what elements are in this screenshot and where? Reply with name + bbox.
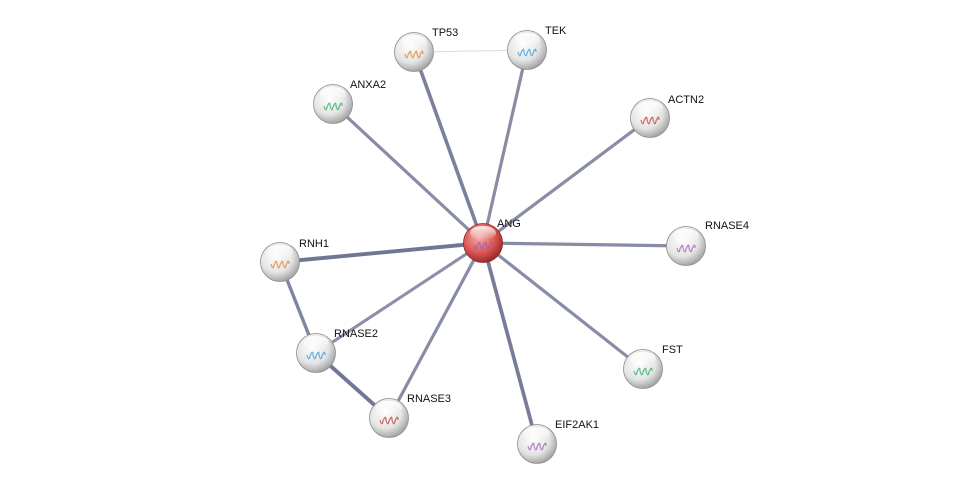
- node-highlight: [673, 229, 699, 243]
- protein-structure-icon: [323, 102, 343, 111]
- node-tek[interactable]: TEK: [507, 25, 568, 70]
- node-label: RNASE2: [334, 328, 378, 340]
- node-tp53[interactable]: TP53: [394, 27, 459, 72]
- protein-structure-icon: [676, 244, 696, 253]
- edge-ang-fst[interactable]: [482, 241, 644, 371]
- node-highlight: [470, 226, 496, 240]
- node-anxa2[interactable]: ANXA2: [313, 79, 387, 124]
- protein-structure-icon: [473, 241, 493, 250]
- protein-structure-icon: [640, 116, 660, 125]
- node-label: RNASE4: [705, 220, 749, 232]
- node-highlight: [514, 33, 540, 47]
- edge-ang-rnase4[interactable]: [482, 241, 687, 248]
- edge-ang-eif2ak1[interactable]: [481, 242, 539, 445]
- node-label: ACTN2: [668, 94, 704, 106]
- node-label: RNH1: [299, 238, 329, 250]
- node-actn2[interactable]: ACTN2: [630, 94, 705, 138]
- node-highlight: [303, 336, 329, 350]
- protein-structure-icon: [270, 260, 290, 269]
- protein-structure-icon: [527, 442, 547, 451]
- edge-ang-rnase3[interactable]: [387, 242, 485, 419]
- node-label: TP53: [432, 27, 458, 39]
- node-rnase4[interactable]: RNASE4: [666, 220, 750, 266]
- node-ang[interactable]: ANG: [463, 218, 521, 263]
- node-highlight: [320, 87, 346, 101]
- edge-ang-tp53[interactable]: [412, 51, 485, 244]
- node-highlight: [376, 401, 402, 415]
- edge-ang-anxa2[interactable]: [331, 102, 485, 245]
- edge-ang-tek[interactable]: [481, 49, 529, 244]
- edge-ang-rnh1[interactable]: [279, 241, 484, 264]
- protein-structure-icon: [306, 351, 326, 360]
- edge-ang-rnase2[interactable]: [315, 241, 484, 355]
- node-label: RNASE3: [407, 393, 451, 405]
- node-rnh1[interactable]: RNH1: [260, 238, 329, 282]
- node-highlight: [637, 101, 663, 115]
- node-label: ANXA2: [350, 79, 386, 91]
- node-label: FST: [662, 344, 683, 356]
- node-eif2ak1[interactable]: EIF2AK1: [517, 419, 600, 464]
- node-fst[interactable]: FST: [623, 344, 684, 389]
- node-label: ANG: [497, 218, 521, 230]
- protein-structure-icon: [404, 50, 424, 59]
- node-highlight: [630, 352, 656, 366]
- protein-structure-icon: [379, 416, 399, 425]
- node-highlight: [524, 427, 550, 441]
- node-rnase3[interactable]: RNASE3: [369, 393, 452, 438]
- node-highlight: [401, 35, 427, 49]
- node-highlight: [267, 245, 293, 259]
- node-label: TEK: [545, 25, 567, 37]
- edge-ang-actn2[interactable]: [482, 116, 651, 245]
- node-rnase2[interactable]: RNASE2: [296, 328, 379, 373]
- protein-structure-icon: [517, 48, 537, 57]
- node-label: EIF2AK1: [555, 419, 599, 431]
- protein-structure-icon: [633, 367, 653, 376]
